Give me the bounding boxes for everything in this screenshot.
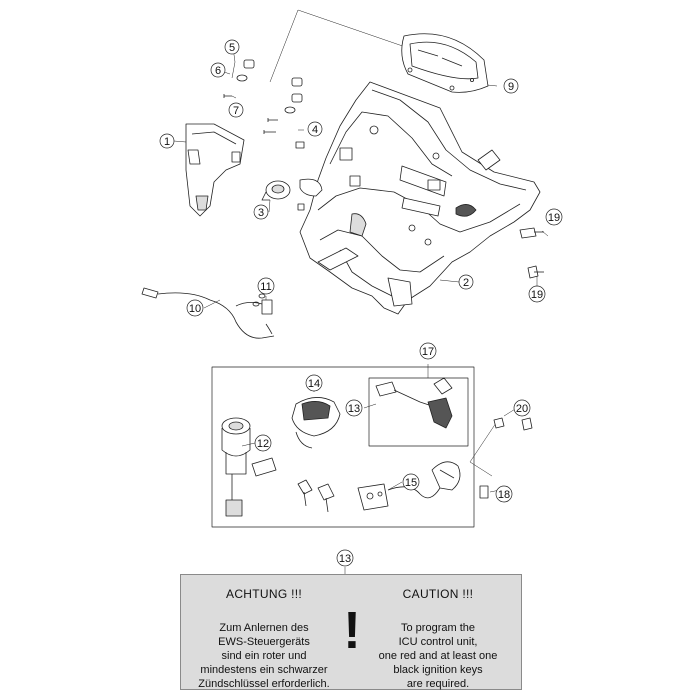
callout-13-kit-text: 13 — [348, 403, 360, 415]
callout-19-upper: 19 — [545, 208, 563, 226]
callout-3: 3 — [253, 204, 269, 220]
ignition-lock-cover — [291, 397, 341, 449]
callout-7-text: 7 — [233, 105, 239, 117]
callout-12-text: 12 — [257, 438, 269, 450]
callout-4-text: 4 — [312, 124, 318, 136]
ignition-kit-group-box — [211, 366, 475, 528]
callout-12: 12 — [254, 434, 272, 452]
callout-19-lower-text: 19 — [531, 289, 543, 301]
sleeve-and-screws — [479, 417, 533, 499]
mounting-bolts — [519, 227, 544, 279]
callout-1: 1 — [159, 133, 175, 149]
callout-20-text: 20 — [516, 403, 528, 415]
callout-13-kit: 13 — [345, 399, 363, 417]
callout-2-text: 2 — [463, 277, 469, 289]
notice-english-column: CAUTION !!! To program the ICU control u… — [363, 575, 513, 691]
callout-2: 2 — [458, 274, 474, 290]
notice-german-heading: ACHTUNG !!! — [226, 587, 302, 601]
callout-19-upper-text: 19 — [548, 212, 560, 224]
callout-3-text: 3 — [258, 207, 264, 219]
headlight-bracket-frame — [299, 81, 541, 315]
callout-19-lower: 19 — [528, 285, 546, 303]
notice-german-text: Zum Anlernen des EWS-Steuergeräts sind e… — [198, 622, 330, 690]
instrument-cluster — [401, 33, 489, 93]
transponder-key-set — [375, 377, 453, 429]
wiring-harness — [141, 287, 275, 339]
callout-6-text: 6 — [215, 65, 221, 77]
callout-18-text: 18 — [498, 489, 510, 501]
ignition-keys — [297, 479, 335, 513]
key-set-group-box — [368, 377, 469, 447]
callout-13-notice-text: 13 — [339, 553, 351, 565]
horn-buzzer — [261, 180, 291, 201]
callout-15-text: 15 — [405, 477, 417, 489]
grommets-and-screws — [223, 59, 305, 211]
callout-14-text: 14 — [308, 378, 320, 390]
warning-exclamation-icon: ! — [343, 602, 361, 660]
callout-11-text: 11 — [260, 281, 271, 293]
callout-15: 15 — [402, 473, 420, 491]
callout-10-text: 10 — [189, 303, 201, 315]
callout-10: 10 — [186, 299, 204, 317]
callout-20: 20 — [513, 399, 531, 417]
side-cover-panel — [185, 123, 245, 217]
callout-9-text: 9 — [508, 81, 514, 93]
callout-14: 14 — [305, 374, 323, 392]
callout-labels: 1 2 3 4 5 6 7 9 10 11 12 13 13 14 15 17 … — [159, 39, 563, 567]
callout-6: 6 — [210, 62, 226, 78]
callout-9: 9 — [503, 78, 519, 94]
caution-notice-box: ACHTUNG !!! Zum Anlernen des EWS-Steuerg… — [180, 574, 522, 690]
ignition-lock — [221, 417, 277, 517]
callout-7: 7 — [228, 102, 244, 118]
callout-5: 5 — [224, 39, 240, 55]
callout-18: 18 — [495, 485, 513, 503]
notice-german-column: ACHTUNG !!! Zum Anlernen des EWS-Steuerg… — [189, 575, 339, 691]
callout-4: 4 — [307, 121, 323, 137]
callout-13-notice: 13 — [336, 549, 354, 567]
notice-english-text: To program the ICU control unit, one red… — [378, 622, 498, 690]
leader-lines — [173, 9, 549, 575]
notice-english-heading: CAUTION !!! — [402, 587, 474, 601]
callout-17-text: 17 — [422, 346, 434, 358]
immobilizer-antenna — [357, 461, 461, 511]
callout-17: 17 — [419, 342, 437, 360]
callout-1-text: 1 — [164, 136, 170, 148]
callout-5-text: 5 — [229, 42, 235, 54]
callout-11: 11 — [257, 277, 275, 295]
